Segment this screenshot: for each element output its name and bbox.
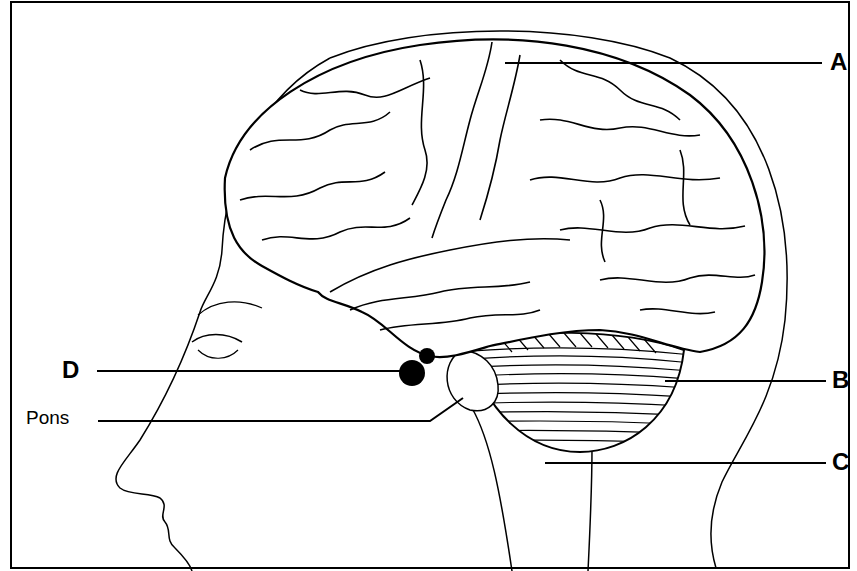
structure-dot [419,348,435,364]
cerebrum [225,39,765,357]
structure-dot [399,360,425,386]
leader-lines [97,63,826,463]
part-letter: D [62,357,79,383]
eye [192,335,242,343]
brainstem [472,408,512,571]
part-letter: C [832,449,849,475]
eye [198,350,238,358]
brow [198,302,262,315]
brainstem [588,448,592,571]
part-letter: B [832,367,849,393]
pons [447,350,498,411]
frame [11,2,849,568]
part-letter: A [830,49,847,75]
gyri [240,42,755,330]
part-name: Pons [26,408,69,429]
